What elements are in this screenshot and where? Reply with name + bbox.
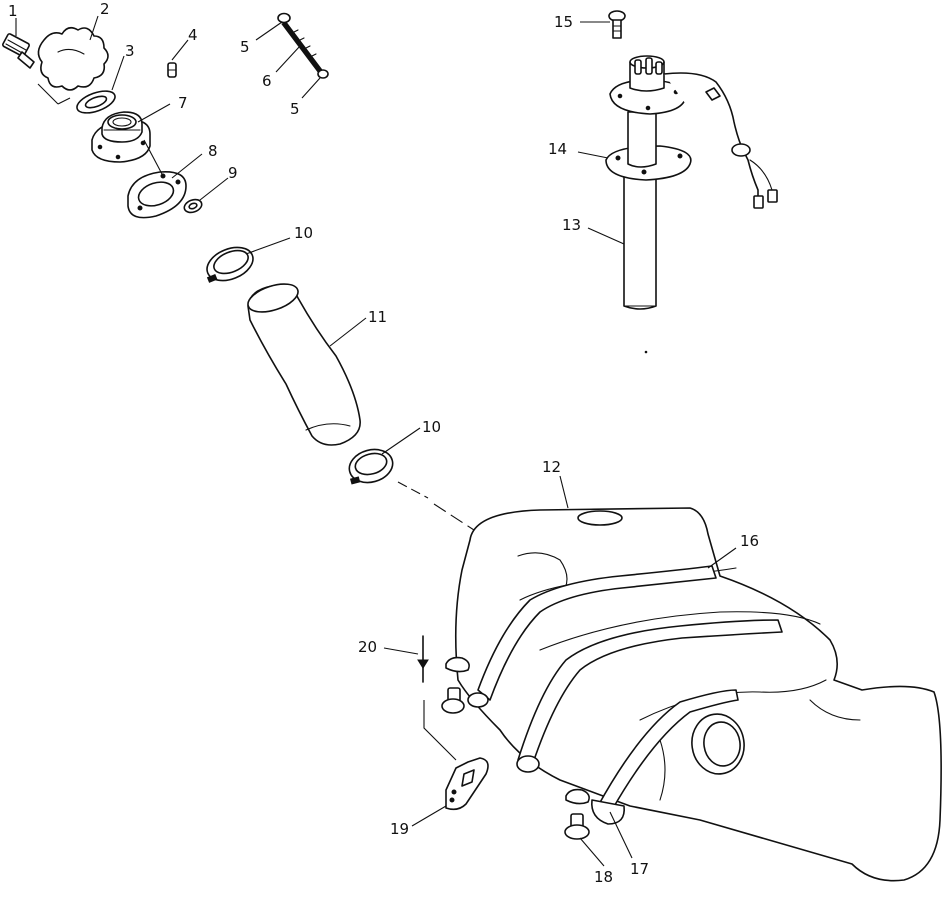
callout-5-top: 5 bbox=[240, 38, 250, 56]
callout-8: 8 bbox=[208, 142, 218, 160]
callout-1: 1 bbox=[8, 2, 18, 20]
part-11-filler-hose bbox=[247, 283, 361, 446]
part-3-o-ring bbox=[76, 90, 116, 114]
part-1-bolt bbox=[2, 33, 35, 69]
part-4-clip bbox=[167, 62, 177, 78]
part-15-screw bbox=[608, 10, 626, 39]
part-17-18-mount-hardware-right bbox=[564, 788, 590, 840]
part-18-mount-hardware-left bbox=[441, 656, 470, 714]
part-10-hose-clamp-lower bbox=[348, 448, 394, 485]
callout-11: 11 bbox=[368, 308, 387, 326]
callout-5-bottom: 5 bbox=[290, 100, 300, 118]
callout-9: 9 bbox=[228, 164, 238, 182]
part-10-hose-clamp-upper bbox=[206, 246, 254, 283]
part-9-washer bbox=[183, 198, 203, 214]
part-6-wire-assembly bbox=[277, 12, 329, 79]
callout-17: 17 bbox=[630, 860, 649, 878]
callout-10-upper: 10 bbox=[294, 224, 313, 242]
callout-10-lower: 10 bbox=[422, 418, 441, 436]
part-16-tank-straps bbox=[467, 565, 783, 825]
callout-4: 4 bbox=[188, 26, 198, 44]
callout-15: 15 bbox=[554, 13, 573, 31]
part-sender-unit bbox=[609, 55, 778, 209]
part-20-pin bbox=[417, 635, 429, 683]
part-19-bracket bbox=[423, 700, 489, 811]
callout-labels: 1 2 3 4 5 6 5 7 8 9 10 11 10 12 13 14 15… bbox=[8, 0, 759, 886]
callout-20: 20 bbox=[358, 638, 377, 656]
part-8-mounting-plate bbox=[127, 170, 187, 219]
callout-16: 16 bbox=[740, 532, 759, 550]
part-2-gasket bbox=[37, 26, 109, 105]
part-13-sender-tube bbox=[623, 175, 657, 310]
part-7-filler-neck bbox=[91, 111, 151, 163]
callout-18: 18 bbox=[594, 868, 613, 886]
callout-3: 3 bbox=[125, 42, 135, 60]
callout-2: 2 bbox=[100, 0, 110, 18]
callout-12: 12 bbox=[542, 458, 561, 476]
callout-7: 7 bbox=[178, 94, 188, 112]
leader-lines bbox=[15, 15, 737, 867]
callout-14: 14 bbox=[548, 140, 567, 158]
callout-6: 6 bbox=[262, 72, 272, 90]
part-12-fuel-tank bbox=[454, 507, 942, 882]
callout-19: 19 bbox=[390, 820, 409, 838]
callout-13: 13 bbox=[562, 216, 581, 234]
